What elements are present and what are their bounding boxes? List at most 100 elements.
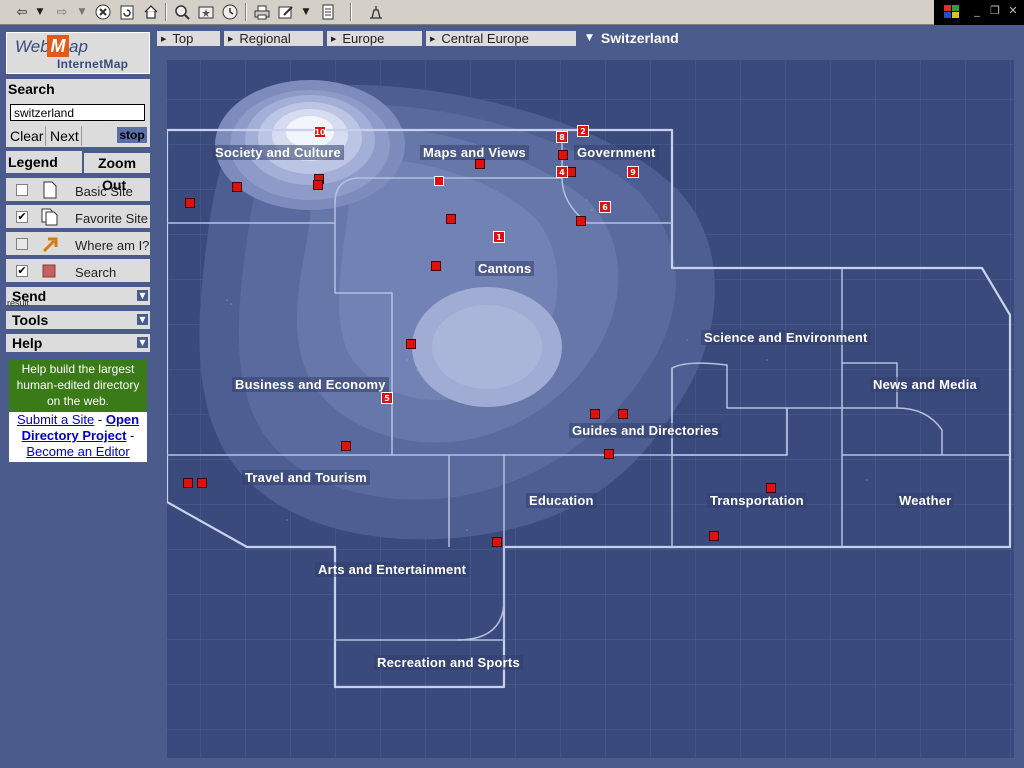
category-guides-and-directories[interactable]: Guides and Directories (569, 423, 722, 438)
legend-item-favorite-site[interactable]: ✔ Favorite Site (6, 205, 150, 228)
site-marker[interactable] (431, 261, 441, 271)
breadcrumb-current[interactable]: ▼ Switzerland (586, 29, 679, 47)
triangle-right-icon: ▶ (331, 34, 337, 43)
help-links: Submit a Site - Open Directory Project -… (9, 412, 147, 462)
messenger-icon[interactable] (366, 2, 386, 22)
search-checkbox[interactable]: ✔ (16, 264, 28, 277)
where-am-i-checkbox[interactable] (16, 238, 28, 250)
printer-icon[interactable] (252, 2, 272, 22)
site-marker[interactable] (434, 176, 444, 186)
arrow-left-icon[interactable]: ⇦ (16, 4, 28, 20)
search-result-marker[interactable]: 8 (556, 131, 568, 143)
legend-label: Favorite Site (75, 211, 148, 226)
site-marker[interactable] (604, 449, 614, 459)
category-education[interactable]: Education (526, 493, 597, 508)
directory-map[interactable]: Society and Culture Maps and Views Gover… (167, 60, 1014, 758)
breadcrumb-central-europe[interactable]: ▶ Central Europe (426, 31, 576, 46)
forward-dropdown-icon[interactable]: ▼ (78, 7, 86, 17)
triangle-down-icon: ▼ (586, 33, 593, 43)
site-marker[interactable] (232, 182, 242, 192)
windows-logo-icon (942, 3, 962, 21)
history-icon[interactable] (220, 2, 240, 22)
category-society-and-culture[interactable]: Society and Culture (212, 145, 344, 160)
search-result-marker[interactable]: 10 (314, 126, 326, 138)
search-result-marker[interactable]: 5 (381, 392, 393, 404)
site-marker[interactable] (558, 150, 568, 160)
site-marker[interactable] (446, 214, 456, 224)
site-marker[interactable] (709, 531, 719, 541)
legend-label: Basic Site (75, 184, 133, 199)
send-menu[interactable]: Send ▼ (6, 287, 150, 305)
home-icon[interactable] (141, 2, 161, 22)
breadcrumb-regional[interactable]: ▶ Regional (224, 31, 323, 46)
toolbar-separator (245, 3, 247, 21)
category-arts-and-entertainment[interactable]: Arts and Entertainment (315, 562, 470, 577)
category-transportation[interactable]: Transportation (707, 493, 807, 508)
site-marker[interactable] (341, 441, 351, 451)
category-news-and-media[interactable]: News and Media (870, 377, 980, 392)
category-cantons[interactable]: Cantons (475, 261, 535, 276)
site-marker[interactable] (313, 180, 323, 190)
next-button[interactable]: Next (48, 126, 82, 146)
search-icon[interactable] (172, 2, 192, 22)
legend-item-search[interactable]: ✔ Search (6, 259, 150, 282)
favorites-icon[interactable] (196, 2, 216, 22)
stop-icon[interactable] (93, 2, 113, 22)
category-science-and-environment[interactable]: Science and Environment (701, 330, 871, 345)
site-marker[interactable] (185, 198, 195, 208)
category-business-and-economy[interactable]: Business and Economy (232, 377, 389, 392)
search-result-marker[interactable]: 2 (577, 125, 589, 137)
open-directory-project-link[interactable]: Open Directory Project (21, 412, 140, 443)
arrow-right-icon[interactable]: ⇨ (56, 4, 68, 20)
category-travel-and-tourism[interactable]: Travel and Tourism (242, 470, 370, 485)
tools-menu[interactable]: Tools ▼ (6, 311, 150, 329)
breadcrumb-top[interactable]: ▶ Top (157, 31, 220, 46)
site-marker[interactable] (475, 159, 485, 169)
site-marker[interactable] (576, 216, 586, 226)
site-marker[interactable] (618, 409, 628, 419)
site-marker[interactable] (183, 478, 193, 488)
site-marker[interactable] (197, 478, 207, 488)
site-marker[interactable] (406, 339, 416, 349)
help-menu[interactable]: Help ▼ (6, 334, 150, 352)
document-icon[interactable] (318, 2, 338, 22)
search-result-marker[interactable]: 6 (599, 201, 611, 213)
clear-button[interactable]: Clear (8, 126, 47, 146)
search-result-marker[interactable]: 4 (556, 166, 568, 178)
back-dropdown-icon[interactable]: ▼ (36, 7, 44, 17)
category-weather[interactable]: Weather (896, 493, 955, 508)
breadcrumb-label: Regional (239, 31, 291, 46)
category-recreation-and-sports[interactable]: Recreation and Sports (374, 655, 523, 670)
legend-item-basic-site[interactable]: Basic Site (6, 178, 150, 201)
edit-dropdown-icon[interactable]: ▼ (302, 7, 310, 17)
site-marker[interactable] (492, 537, 502, 547)
chevron-down-icon[interactable]: ▼ (137, 314, 148, 325)
search-result-marker[interactable]: 1 (493, 231, 505, 243)
zoom-out-label[interactable]: Out (102, 177, 127, 193)
stop-button[interactable]: stop (117, 127, 147, 143)
triangle-right-icon: ▶ (430, 34, 436, 43)
legend-label: Where am I? (75, 238, 150, 253)
basic-site-checkbox[interactable] (16, 184, 28, 196)
edit-icon[interactable] (276, 2, 296, 22)
submit-site-link[interactable]: Submit a Site (16, 412, 95, 427)
chevron-down-icon[interactable]: ▼ (137, 337, 148, 348)
legend-item-where-am-i[interactable]: Where am I? (6, 232, 150, 255)
search-result-marker[interactable]: 9 (627, 166, 639, 178)
search-input[interactable] (10, 104, 145, 121)
site-marker[interactable] (590, 409, 600, 419)
close-icon[interactable]: ✕ (1008, 3, 1018, 17)
become-editor-link[interactable]: Become an Editor (26, 444, 130, 459)
tab-zoom[interactable]: Zoom (84, 153, 150, 173)
category-government[interactable]: Government (574, 145, 659, 160)
favorite-site-checkbox[interactable]: ✔ (16, 210, 28, 223)
refresh-icon[interactable] (117, 2, 137, 22)
site-marker[interactable] (766, 483, 776, 493)
tab-legend[interactable]: Legend (6, 151, 82, 173)
breadcrumb-europe[interactable]: ▶ Europe (327, 31, 422, 46)
webmap-logo[interactable]: Web M ap InternetMap (6, 32, 150, 74)
chevron-down-icon[interactable]: ▼ (137, 290, 148, 301)
minimize-icon[interactable]: _ (974, 3, 980, 17)
category-maps-and-views[interactable]: Maps and Views (420, 145, 529, 160)
restore-icon[interactable]: ❐ (990, 3, 1000, 17)
